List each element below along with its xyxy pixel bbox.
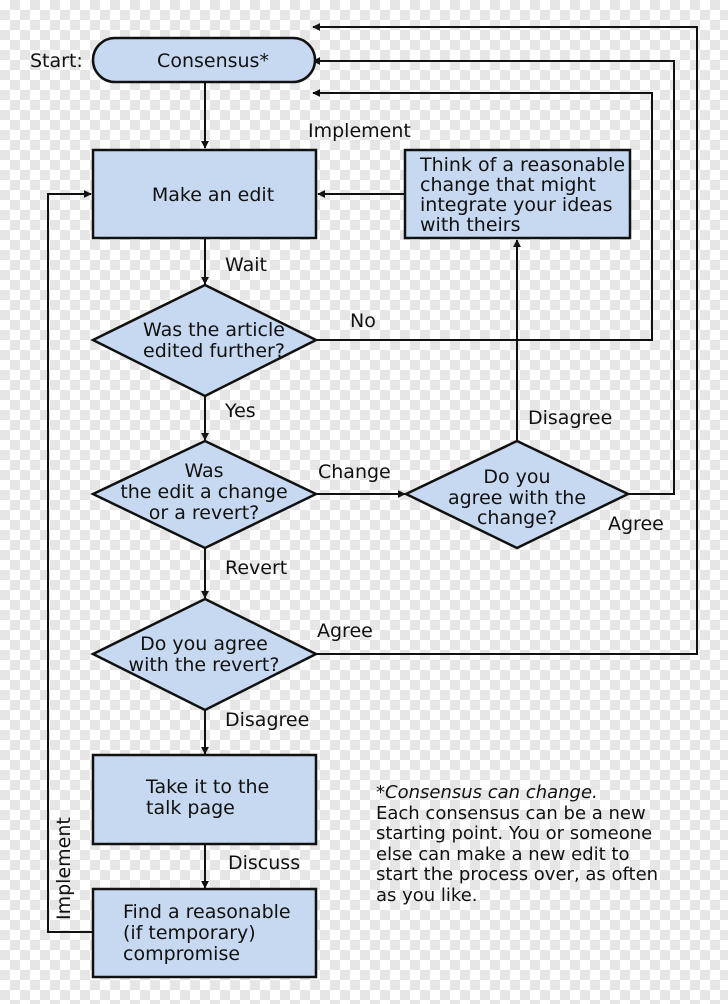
edited-further-label-line: Was the article — [143, 319, 285, 341]
agree-revert-label-line: Do you agree — [140, 633, 268, 655]
make-edit-node — [91, 148, 318, 240]
start-label: Start: — [30, 50, 83, 72]
talk-page-label-line: talk page — [146, 797, 235, 819]
change-or-revert-node — [90, 439, 319, 550]
think-label-line: Think of a reasonable — [419, 154, 625, 176]
arrow-agree-to-consensus — [312, 57, 675, 495]
edge-label-yes: Yes — [224, 400, 256, 422]
change-or-revert-label-line: Was — [184, 460, 223, 482]
agree-revert-label-line: with the revert? — [129, 654, 280, 676]
think-label-line: with theirs — [420, 214, 521, 236]
footnote: *Consensus can change. Each consensus ca… — [376, 782, 716, 906]
footnote-body: Each consensus can be a new starting poi… — [376, 802, 659, 906]
edge-label-disagree-revert: Disagree — [225, 709, 309, 731]
edge-label-change: Change — [318, 461, 391, 483]
make-edit-label: Make an edit — [152, 184, 274, 206]
edge-label-agree: Agree — [608, 513, 664, 535]
compromise-label-line: Find a reasonable — [123, 901, 291, 923]
nodes — [90, 36, 632, 979]
edge-label-wait: Wait — [225, 254, 267, 276]
edge-label-revert: Revert — [225, 557, 287, 579]
think-label-line: integrate your ideas — [420, 194, 613, 216]
compromise-label-line: compromise — [123, 943, 240, 965]
compromise-label-line: (if temporary) — [123, 922, 256, 944]
footnote-title: *Consensus can change. — [376, 782, 598, 803]
arrow-compromise-to-edit — [47, 190, 93, 933]
edited-further-node — [90, 283, 319, 398]
edge-label-implement: Implement — [308, 120, 411, 142]
arrow-agree-revert-to-consensus — [312, 23, 698, 655]
talk-page-node — [91, 753, 318, 846]
agree-change-label-line: Do you — [483, 466, 550, 488]
edge-label-no: No — [350, 310, 376, 332]
arrow-no-to-consensus — [312, 89, 653, 341]
agree-change-label-line: change? — [477, 507, 557, 529]
agree-revert-node — [90, 597, 319, 712]
change-or-revert-label-line: or a revert? — [149, 502, 260, 524]
node-labels: Start: Consensus* Make an edit Think of … — [30, 50, 625, 965]
think-node — [403, 148, 632, 240]
edited-further-label-line: edited further? — [143, 340, 285, 362]
agree-change-label-line: agree with the — [448, 487, 586, 509]
change-or-revert-label-line: the edit a change — [120, 481, 287, 503]
edge-label-disagree: Disagree — [528, 407, 612, 429]
edge-label-agree-revert: Agree — [317, 620, 373, 642]
agree-change-node — [403, 439, 631, 550]
compromise-node — [91, 887, 318, 979]
edge-label-implement-side: Implement — [53, 817, 75, 920]
edge-label-discuss: Discuss — [228, 852, 300, 874]
consensus-node — [91, 36, 317, 84]
connectors — [47, 23, 698, 933]
consensus-label: Consensus* — [157, 50, 269, 72]
talk-page-label-line: Take it to the — [145, 776, 269, 798]
edge-labels: Implement Wait No Yes Change Disagree Ag… — [53, 120, 664, 920]
think-label-line: change that might — [420, 174, 596, 196]
